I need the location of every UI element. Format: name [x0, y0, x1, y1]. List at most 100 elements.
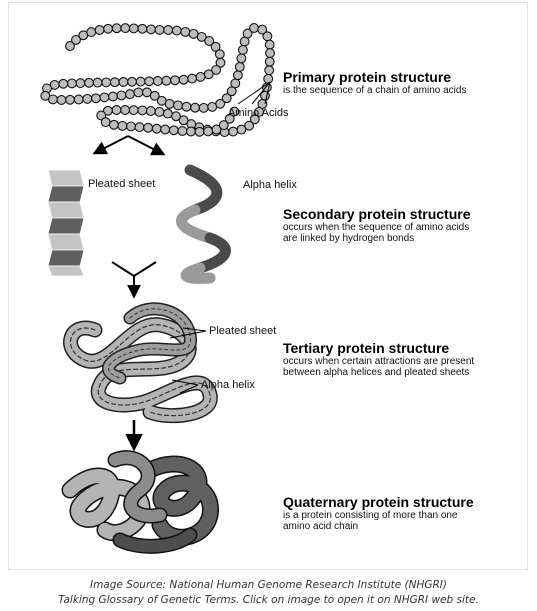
amino-acid-bead [237, 54, 246, 63]
merge-arrows [112, 262, 156, 296]
amino-acid-bead [112, 106, 121, 115]
amino-acid-bead [134, 88, 143, 97]
tertiary-structure-description: occurs when certain attractions are pres… [283, 356, 474, 378]
amino-acid-bead [110, 78, 119, 87]
quaternary-structure-title: Quaternary protein structure [283, 494, 474, 510]
amino-acid-bead [112, 24, 121, 33]
amino-acid-bead [199, 104, 208, 113]
amino-acid-bead [178, 127, 187, 136]
amino-acid-bead [239, 46, 248, 55]
tertiary-structure-title: Tertiary protein structure [283, 340, 449, 356]
amino-acid-bead [266, 49, 275, 58]
amino-acid-bead [188, 74, 197, 83]
amino-acid-bead [162, 76, 171, 85]
secondary-structure-description: occurs when the sequence of amino acids … [283, 222, 469, 244]
amino-acid-bead [129, 106, 138, 115]
tertiary-alpha-helix-label: Alpha helix [201, 379, 255, 391]
amino-acid-bead [83, 95, 92, 104]
amino-acid-bead [118, 122, 127, 131]
amino-acid-bead [136, 77, 145, 86]
tertiary-pleated-sheet-label: Pleated sheet [209, 325, 276, 337]
pleated-sheet-label: Pleated sheet [88, 178, 155, 190]
quaternary-structure-shape [70, 458, 210, 547]
amino-acid-bead [95, 26, 104, 35]
amino-acid-bead [117, 91, 126, 100]
amino-acid-bead [215, 50, 224, 59]
amino-acid-bead [146, 107, 155, 116]
amino-acid-bead [110, 120, 119, 129]
amino-acid-bead [129, 24, 138, 33]
amino-acid-bead [101, 118, 110, 127]
amino-acid-bead [265, 66, 274, 75]
amino-acid-bead [145, 77, 154, 86]
amino-acid-bead [187, 127, 196, 136]
amino-acid-bead [265, 40, 274, 49]
amino-acid-bead [127, 122, 136, 131]
amino-acid-bead [174, 101, 183, 110]
amino-acid-bead [100, 93, 109, 102]
pleated-sheet-shape [48, 170, 84, 276]
amino-acid-bead [169, 126, 178, 135]
amino-acid-bead [172, 26, 181, 35]
amino-acid-bead [76, 79, 85, 88]
amino-acid-bead [234, 71, 243, 80]
amino-acid-bead [153, 77, 162, 86]
amino-acid-bead [250, 24, 259, 33]
amino-acid-bead [126, 90, 135, 99]
amino-acid-bead [152, 124, 161, 133]
amino-acid-bead [57, 96, 66, 105]
primary-structure-description: is the sequence of a chain of amino acid… [283, 85, 466, 96]
amino-acid-bead [121, 106, 130, 115]
quaternary-structure-description: is a protein consisting of more than one… [283, 510, 458, 532]
amino-acid-bead [204, 127, 213, 136]
amino-acid-bead [196, 73, 205, 82]
primary-structure-title: Primary protein structure [283, 69, 451, 85]
amino-acid-bead [231, 79, 240, 88]
amino-acid-bead [265, 57, 274, 66]
amino-acid-bead [87, 28, 96, 37]
amino-acids-label: Amino Acids [228, 107, 289, 119]
amino-acid-bead [104, 24, 113, 33]
amino-acid-bead [144, 123, 153, 132]
amino-acid-bead [85, 78, 94, 87]
amino-acid-bead [74, 95, 83, 104]
amino-acid-bead [155, 26, 164, 35]
amino-acid-bead [204, 70, 213, 79]
amino-acid-bead [66, 95, 75, 104]
amino-acid-bead [93, 78, 102, 87]
amino-acid-bead [191, 103, 200, 112]
amino-acid-bead [135, 123, 144, 132]
amino-acid-bead [128, 77, 137, 86]
amino-acid-bead [179, 75, 188, 84]
alpha-helix-shape [181, 170, 225, 278]
alpha-helix-label: Alpha helix [243, 179, 297, 191]
amino-acid-bead [109, 92, 118, 101]
tertiary-structure-shape [71, 309, 211, 416]
amino-acid-bead [59, 79, 68, 88]
amino-acid-bead [121, 24, 130, 33]
split-arrows [95, 136, 163, 154]
amino-acid-bead [229, 127, 238, 136]
amino-acid-bead [68, 79, 77, 88]
amino-acid-bead [164, 26, 173, 35]
amino-acid-chain [41, 24, 275, 137]
amino-acid-bead [195, 127, 204, 136]
amino-acid-bead [181, 28, 190, 37]
amino-acid-bead [119, 78, 128, 87]
secondary-structure-title: Secondary protein structure [283, 206, 471, 222]
amino-acid-bead [155, 108, 164, 117]
amino-acid-bead [138, 106, 147, 115]
amino-acid-bead [182, 102, 191, 111]
amino-acid-bead [161, 125, 170, 134]
nhgri-link-caption[interactable]: Talking Glossary of Genetic Terms. Click… [0, 593, 537, 607]
amino-acid-bead [237, 125, 246, 134]
amino-acid-bead [189, 30, 198, 39]
amino-acid-bead [235, 63, 244, 72]
amino-acid-bead [263, 32, 272, 41]
amino-acid-bead [138, 24, 147, 33]
amino-acid-bead [92, 94, 101, 103]
amino-acid-bead [165, 100, 174, 109]
amino-acid-bead [102, 78, 111, 87]
amino-acid-bead [264, 75, 273, 84]
amino-acid-bead [163, 109, 172, 118]
